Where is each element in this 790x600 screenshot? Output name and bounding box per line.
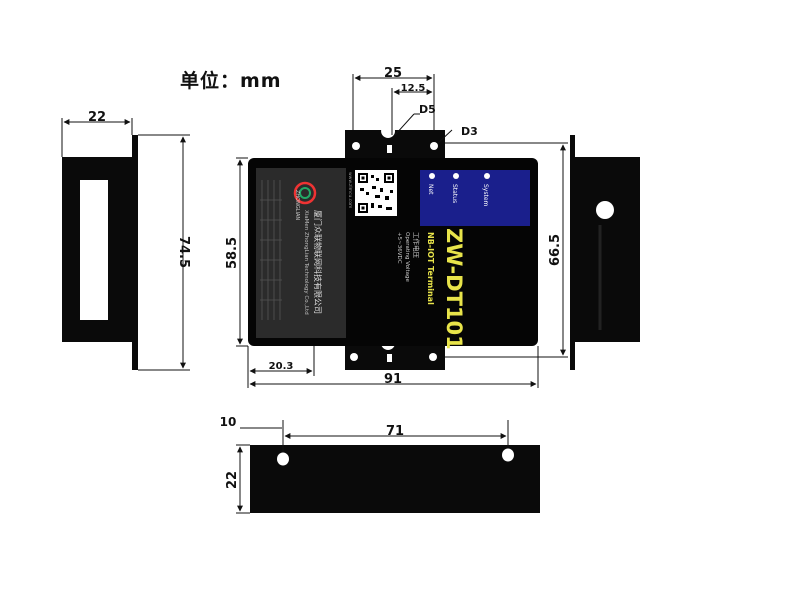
company-en: XiaMen ZhongLian Technology Co.,Ltd — [303, 210, 309, 315]
bracket-bottom — [345, 342, 445, 370]
dim-bottom-height: 22 — [225, 471, 240, 489]
dim-side-width: 22 — [88, 110, 106, 125]
bracket-hole-top-left — [352, 142, 360, 150]
front-view: ZHONGLIAN 厦门众联物联网科技有限公司 XiaMen ZhongLian… — [225, 66, 568, 388]
right-body — [575, 157, 640, 342]
website-text: www.zlmcu.com — [347, 172, 353, 208]
dim-bottom-hole-span: 71 — [386, 424, 404, 439]
dim-bracket-width: 25 — [384, 66, 402, 81]
right-port-icon — [596, 201, 614, 219]
bottom-body — [250, 445, 540, 513]
qr-pattern — [358, 173, 394, 213]
dim-front-width: 91 — [384, 372, 402, 387]
spec-grid — [260, 180, 282, 320]
dim-bottom-margin: 10 — [220, 415, 237, 429]
brand-logo-icon — [293, 181, 317, 205]
power-label-en: Operating Voltage — [404, 232, 410, 282]
led-system-icon — [484, 173, 490, 179]
dim-right-height: 66.5 — [548, 234, 563, 266]
led-status-icon — [453, 173, 459, 179]
indicator-system-label: System — [482, 184, 489, 207]
bottom-hole-right-icon — [502, 448, 514, 462]
bracket-hole-top-right — [430, 142, 438, 150]
brand-text: ZHONGLIAN — [294, 190, 300, 220]
indicator-panel — [420, 170, 530, 226]
dim-hole-d5: D5 — [419, 103, 436, 116]
model-subtitle: NB-IOT Terminal — [426, 232, 435, 305]
side-window — [80, 180, 108, 320]
keyhole-top — [381, 124, 396, 138]
power-label-cn: 工作电压 — [412, 232, 421, 259]
dim-front-offset: 20.3 — [269, 361, 294, 372]
indicators: System Status Net — [427, 173, 490, 207]
dim-front-height: 58.5 — [225, 237, 240, 269]
indicator-net-label: Net — [427, 184, 434, 195]
model-name: ZW-DT101 — [442, 228, 466, 350]
side-flange — [132, 135, 138, 370]
right-flange — [570, 135, 575, 370]
indicator-status-label: Status — [451, 184, 458, 203]
unit-label: 单位：mm — [180, 70, 282, 92]
led-net-icon — [429, 173, 435, 179]
side-view-left: 22 74.5 — [61, 110, 191, 371]
bracket-hole-bottom-left — [350, 353, 358, 361]
power-value: +5~36VDC — [396, 232, 402, 264]
bottom-view: 10 71 22 — [220, 415, 540, 514]
bracket-hole-bottom-right — [429, 353, 437, 361]
dim-hole-offset: 12.5 — [401, 83, 426, 94]
dim-side-height: 74.5 — [176, 236, 191, 268]
bottom-hole-left-icon — [277, 452, 289, 466]
company-cn: 厦门众联物联网科技有限公司 — [313, 210, 323, 314]
dim-hole-d3: D3 — [461, 125, 478, 138]
side-view-right — [570, 135, 640, 370]
